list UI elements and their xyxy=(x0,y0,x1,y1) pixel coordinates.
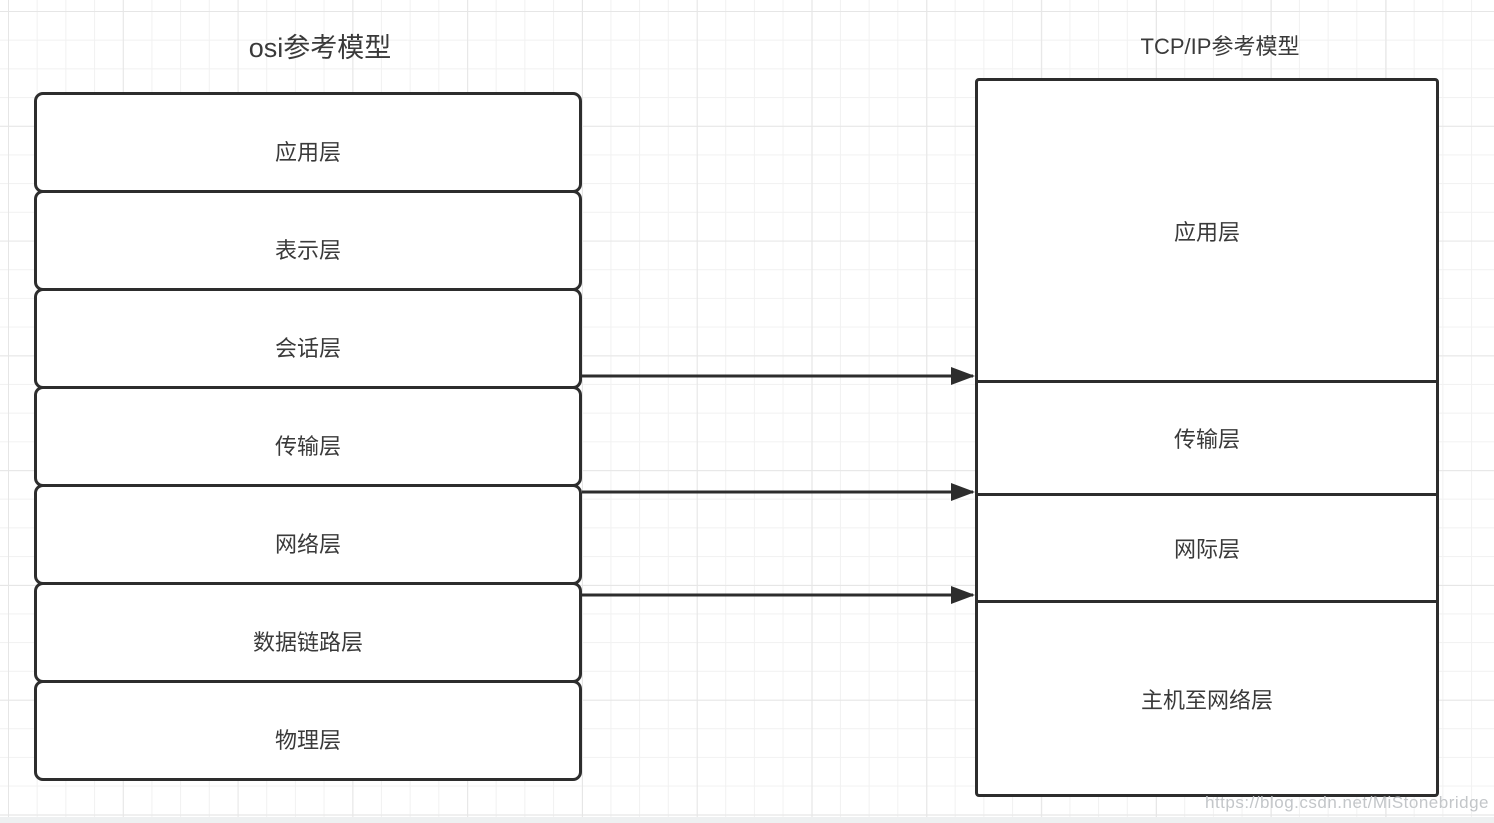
osi-layer-transport: 传输层 xyxy=(34,386,582,487)
canvas-bottom-edge xyxy=(0,817,1494,823)
osi-model-title: osi参考模型 xyxy=(248,33,392,63)
osi-layer-application: 应用层 xyxy=(34,92,582,193)
osi-layer-label: 数据链路层 xyxy=(252,629,363,655)
tcpip-layer-transport: 传输层 xyxy=(978,380,1436,493)
osi-layer-label: 应用层 xyxy=(274,139,341,165)
osi-layer-presentation: 表示层 xyxy=(34,190,582,291)
tcpip-layer-application: 应用层 xyxy=(978,81,1436,380)
tcpip-layer-host-to-network: 主机至网络层 xyxy=(978,600,1436,794)
osi-layer-label: 传输层 xyxy=(274,433,341,459)
osi-layer-stack: 应用层 表示层 会话层 传输层 网络层 数据链路层 物理层 xyxy=(34,92,582,781)
osi-layer-network: 网络层 xyxy=(34,484,582,585)
osi-layer-label: 网络层 xyxy=(274,531,341,557)
osi-layer-physical: 物理层 xyxy=(34,680,582,781)
osi-layer-session: 会话层 xyxy=(34,288,582,389)
osi-layer-datalink: 数据链路层 xyxy=(34,582,582,683)
tcpip-layer-label: 传输层 xyxy=(1173,427,1240,452)
tcpip-layer-internet: 网际层 xyxy=(978,493,1436,600)
tcpip-layer-label: 主机至网络层 xyxy=(1140,687,1273,713)
tcpip-layer-label: 网际层 xyxy=(1173,537,1240,562)
osi-layer-label: 物理层 xyxy=(274,727,341,753)
csdn-watermark-url: https://blog.csdn.net/MiStonebridge xyxy=(1205,793,1489,812)
tcpip-layer-stack: 应用层 传输层 网际层 主机至网络层 xyxy=(975,78,1439,797)
osi-layer-label: 表示层 xyxy=(274,237,341,263)
osi-layer-label: 会话层 xyxy=(274,335,341,361)
tcpip-layer-label: 应用层 xyxy=(1173,219,1240,245)
tcpip-model-title: TCP/IP参考模型 xyxy=(1140,34,1300,59)
